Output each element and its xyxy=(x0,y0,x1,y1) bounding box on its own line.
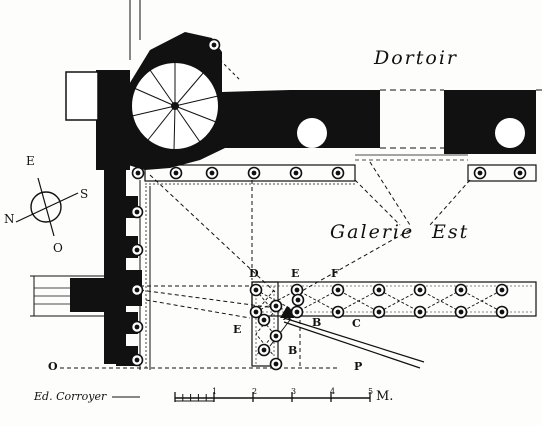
scale-tick-5: 5 xyxy=(368,387,373,396)
scale-tick-2: 2 xyxy=(252,387,257,396)
column-core xyxy=(134,209,140,215)
column-core xyxy=(458,287,464,293)
column-core xyxy=(293,170,299,176)
column-core xyxy=(376,309,382,315)
label-dortoir: Dortoir xyxy=(373,47,458,69)
scale-tick-4: 4 xyxy=(330,387,335,396)
compass-n: N xyxy=(4,212,15,226)
column-core xyxy=(517,170,523,176)
column-core xyxy=(173,170,179,176)
compass-e: E xyxy=(26,154,35,168)
column-core xyxy=(261,317,267,323)
point-f: F xyxy=(331,267,339,280)
column-core xyxy=(209,170,215,176)
column-core xyxy=(273,303,279,309)
scale-tick-1: 1 xyxy=(212,387,217,396)
spiral-staircase xyxy=(130,61,220,151)
column-core xyxy=(417,287,423,293)
point-e-left: E xyxy=(233,323,241,336)
column-core xyxy=(273,361,279,367)
column-core xyxy=(134,357,140,363)
point-b-low: B xyxy=(288,344,297,357)
scale-bar: 1 2 3 4 5 M. xyxy=(174,387,393,404)
column-core xyxy=(294,309,300,315)
compass-s: S xyxy=(80,187,88,201)
column-core xyxy=(294,287,300,293)
construction-lines xyxy=(60,161,471,369)
column-core xyxy=(335,287,341,293)
column-core xyxy=(134,247,140,253)
point-b-right: B xyxy=(312,316,321,329)
compass-o: O xyxy=(53,241,63,255)
point-a: A xyxy=(282,310,292,323)
columns xyxy=(130,38,527,371)
column-core xyxy=(253,309,259,315)
column-core xyxy=(458,309,464,315)
column-core xyxy=(335,170,341,176)
scale-tick-3: 3 xyxy=(291,387,296,396)
column-core xyxy=(335,309,341,315)
point-o: O xyxy=(48,360,58,373)
column-core xyxy=(135,170,141,176)
column-core xyxy=(273,333,279,339)
point-e-top: E xyxy=(291,267,299,280)
column-core xyxy=(499,309,505,315)
point-c: C xyxy=(352,317,361,330)
axis-line xyxy=(283,321,421,369)
point-d: D xyxy=(249,267,259,280)
angle-marker xyxy=(280,306,294,318)
point-p: P xyxy=(354,360,362,373)
column-core xyxy=(261,347,267,353)
round-opening xyxy=(495,118,525,148)
column-core xyxy=(134,324,140,330)
column-core xyxy=(211,42,217,48)
outlined-box xyxy=(65,71,99,121)
round-opening xyxy=(297,118,327,148)
column-core xyxy=(376,287,382,293)
column-core xyxy=(477,170,483,176)
column-core xyxy=(417,309,423,315)
label-galerie: Galerie xyxy=(330,221,414,243)
column-core xyxy=(253,287,259,293)
column-core xyxy=(499,287,505,293)
column-core xyxy=(134,287,140,293)
signature: Ed. Corroyer xyxy=(33,390,107,403)
label-est: Est xyxy=(431,221,469,243)
column-core xyxy=(251,170,257,176)
column-core xyxy=(295,297,301,303)
compass-rose: E S N O xyxy=(4,154,88,255)
scale-unit: M. xyxy=(376,389,393,404)
